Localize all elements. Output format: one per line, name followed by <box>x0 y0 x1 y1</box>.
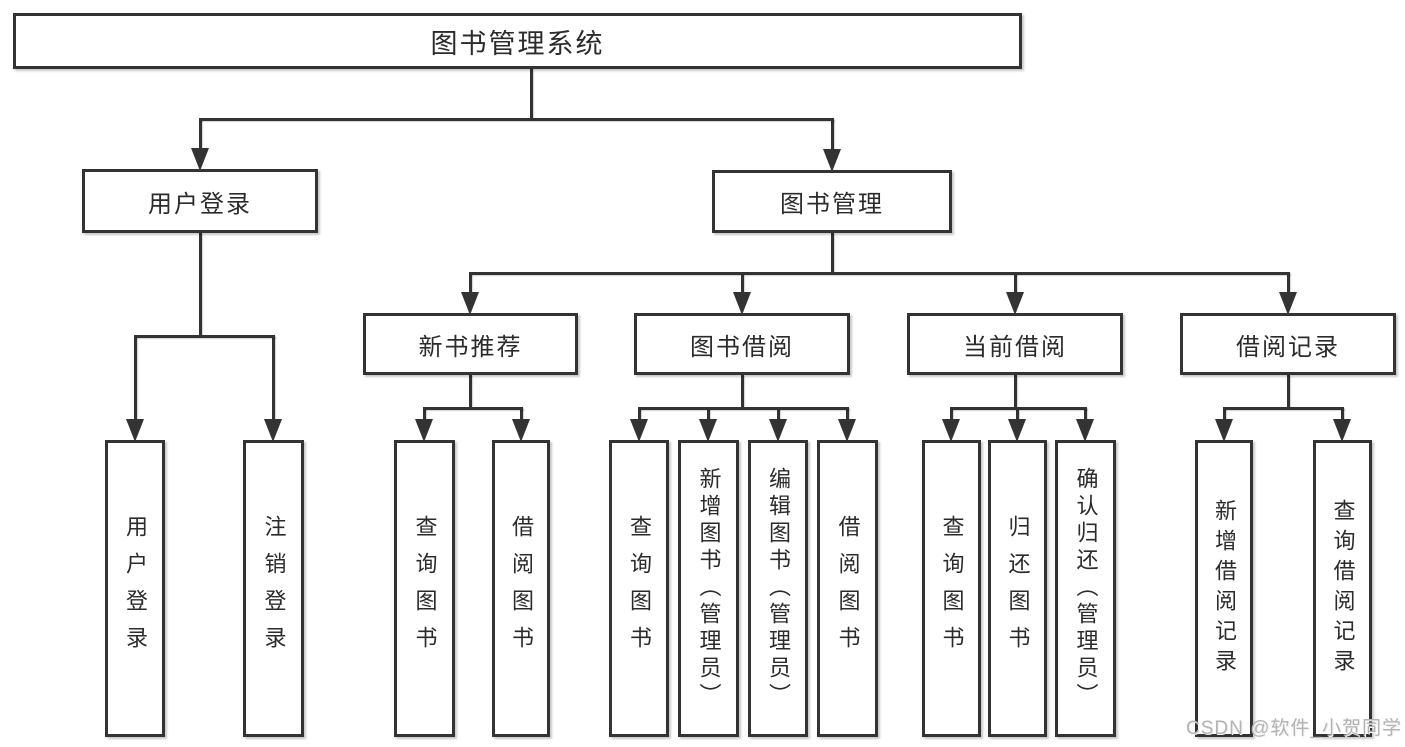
node-label: 注销登录 <box>261 514 287 663</box>
connector-line <box>519 408 523 421</box>
node-bb-edit-books: 编辑图书（管理员） <box>748 440 808 737</box>
connector-line <box>776 408 780 421</box>
arrowhead-down-icon <box>823 149 841 172</box>
node-label: 编辑图书（管理员） <box>766 467 791 710</box>
node-label: 借阅记录 <box>1236 333 1340 361</box>
connector-line <box>198 233 202 336</box>
connector-line <box>845 408 849 421</box>
node-user-login: 用户登录 <box>82 169 318 233</box>
arrowhead-down-icon <box>512 419 530 442</box>
node-label: 用户登录 <box>148 190 252 218</box>
node-current-borrow: 当前借阅 <box>907 313 1123 375</box>
arrowhead-down-icon <box>1333 419 1351 442</box>
node-cb-return-books: 归还图书 <box>988 440 1047 737</box>
node-label: 归还图书 <box>1005 514 1031 663</box>
connector-line <box>830 119 834 152</box>
connector-line <box>468 375 472 408</box>
connector-line <box>1286 375 1290 408</box>
arrowhead-down-icon <box>769 419 787 442</box>
node-label: 查询图书 <box>627 514 652 663</box>
arrowhead-down-icon <box>942 419 960 442</box>
connector-line <box>422 406 523 410</box>
node-bb-query-books: 查询图书 <box>609 440 669 737</box>
connector-line <box>133 334 275 338</box>
connector-line <box>1222 406 1344 410</box>
connector-line <box>1286 273 1290 296</box>
arrowhead-down-icon <box>191 148 209 171</box>
connector-line <box>637 406 849 410</box>
node-label: 查询图书 <box>939 514 965 663</box>
connector-line <box>468 273 472 296</box>
connector-line <box>830 233 834 273</box>
node-new-book-rec: 新书推荐 <box>363 313 578 375</box>
node-book-borrow: 图书借阅 <box>634 313 850 375</box>
node-label: 新书推荐 <box>418 333 523 361</box>
node-label: 当前借阅 <box>963 333 1067 361</box>
node-label: 新增图书（管理员） <box>696 467 722 710</box>
arrowhead-down-icon <box>126 419 144 442</box>
node-label: 用户登录 <box>123 514 148 663</box>
node-borrow-records: 借阅记录 <box>1180 313 1396 375</box>
arrowhead-down-icon <box>264 419 282 442</box>
arrowhead-down-icon <box>630 419 648 442</box>
arrowhead-down-icon <box>415 419 433 442</box>
arrowhead-down-icon <box>838 419 856 442</box>
connector-line <box>1222 408 1226 421</box>
node-root: 图书管理系统 <box>13 13 1022 69</box>
connector-line <box>198 119 202 152</box>
connector-line <box>740 375 744 408</box>
connector-line <box>706 408 710 421</box>
csdn-watermark: CSDN @软件_小贺同学 <box>1186 718 1402 739</box>
node-label: 图书借阅 <box>690 333 794 361</box>
connector-line <box>271 336 275 421</box>
arrowhead-down-icon <box>1076 419 1094 442</box>
node-rec-query-books: 查询图书 <box>394 440 455 737</box>
arrowhead-down-icon <box>733 292 751 315</box>
connector-line <box>949 408 953 421</box>
node-label: 查询图书 <box>412 514 438 663</box>
node-label: 确认归还（管理员） <box>1073 467 1099 710</box>
node-rec-borrow-books: 借阅图书 <box>492 440 550 737</box>
connector-line <box>1015 408 1019 421</box>
connector-line <box>740 273 744 296</box>
node-br-add-record: 新增借阅记录 <box>1195 440 1253 737</box>
connector-line <box>1340 408 1344 421</box>
connector-line <box>949 406 1087 410</box>
arrowhead-down-icon <box>461 292 479 315</box>
node-cb-query-books: 查询图书 <box>922 440 981 737</box>
arrowhead-down-icon <box>1008 419 1026 442</box>
arrowhead-down-icon <box>1279 292 1297 315</box>
node-user-login-leaf: 用户登录 <box>105 440 165 737</box>
node-logout-leaf: 注销登录 <box>243 440 304 737</box>
arrowhead-down-icon <box>1215 419 1233 442</box>
connector-line <box>1083 408 1087 421</box>
connector-line <box>1013 273 1017 296</box>
connector-line <box>133 336 137 421</box>
node-label: 新增借阅记录 <box>1212 498 1237 679</box>
connector-line <box>1013 375 1017 408</box>
node-label: 查询借阅记录 <box>1330 498 1356 679</box>
node-cb-confirm-return: 确认归还（管理员） <box>1055 440 1116 737</box>
connector-line <box>529 69 533 119</box>
connector-line <box>468 271 1290 275</box>
connector-line <box>422 408 426 421</box>
node-br-query-record: 查询借阅记录 <box>1313 440 1372 737</box>
arrowhead-down-icon <box>1006 292 1024 315</box>
node-bb-add-books: 新增图书（管理员） <box>678 440 739 737</box>
node-bb-borrow-books: 借阅图书 <box>817 440 878 737</box>
node-label: 图书管理 <box>780 191 884 218</box>
connector-line <box>198 117 834 121</box>
node-label: 图书管理系统 <box>430 28 605 59</box>
node-book-mgmt: 图书管理 <box>712 170 952 233</box>
node-label: 借阅图书 <box>509 514 534 663</box>
arrowhead-down-icon <box>699 419 717 442</box>
connector-line <box>637 408 641 421</box>
node-label: 借阅图书 <box>835 514 861 663</box>
